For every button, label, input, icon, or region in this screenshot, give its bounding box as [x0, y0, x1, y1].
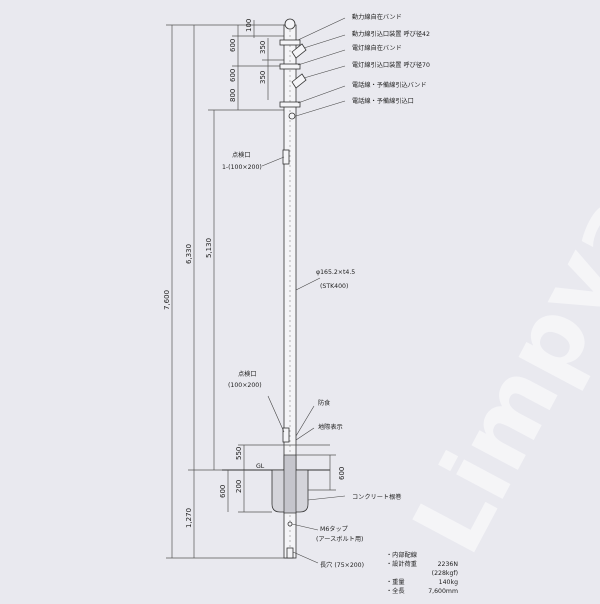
spec-weight-label: ・重量 — [386, 578, 405, 586]
light-band — [279, 63, 301, 70]
callout-list-top: 動力線自在バンド 動力線引込口装置 呼び径42 電灯線自在バンド 電灯線引込口装… — [295, 13, 430, 117]
spec-table: ・内部配線 ・設計荷重 2236N (228kgf) ・重量 140kg ・全長… — [386, 551, 458, 595]
spec-length-value: 7,600mm — [428, 588, 458, 595]
pole-cap — [284, 18, 296, 30]
ground-level-label: GL — [256, 463, 265, 470]
callout-m6-note: (アースボルト用) — [316, 535, 363, 543]
dim-100: 100 — [245, 19, 253, 32]
inspection-hatch-upper — [282, 149, 290, 165]
dim-6330: 6,330 — [185, 244, 193, 264]
callout-inspection-upper: 点検口 — [232, 151, 251, 159]
dim-550: 550 — [235, 447, 243, 460]
callout-light-band: 電灯線自在バンド — [352, 44, 402, 52]
callout-phone-inlet: 電話線・予備線引込口 — [352, 97, 414, 105]
inspection-hatch-lower — [282, 427, 290, 443]
dim-350a: 350 — [259, 41, 267, 54]
watermark: Limpya — [391, 174, 600, 571]
callout-light-inlet: 電灯線引込口装置 呼び径70 — [352, 61, 430, 69]
callout-inspection-upper-size: 1-(100×200) — [222, 164, 262, 171]
spec-wiring: ・内部配線 — [386, 551, 417, 559]
spec-load-value: 2236N — [438, 561, 459, 568]
callout-inspection-lower-size: (100×200) — [228, 382, 262, 389]
callout-pipe-material: (STK400) — [320, 283, 348, 290]
dim-350b: 350 — [259, 71, 267, 84]
callout-ground-mark: 地際表示 — [318, 423, 343, 431]
dim-600a: 600 — [229, 39, 237, 52]
spec-length-label: ・全長 — [386, 587, 405, 595]
power-inlet — [291, 43, 307, 59]
callout-power-band: 動力線自在バンド — [352, 13, 402, 21]
callout-slot: 長穴 (75×200) — [320, 561, 364, 569]
callout-phone-band: 電話線・予備線引込バンド — [352, 81, 427, 89]
phone-band — [279, 101, 301, 108]
callout-anticorrosion: 防食 — [318, 399, 331, 407]
phone-inlet — [288, 112, 296, 120]
dim-200: 200 — [235, 480, 243, 493]
dim-800: 800 — [229, 89, 237, 102]
callout-power-inlet: 動力線引込口装置 呼び径42 — [352, 30, 430, 38]
callout-concrete: コンクリート根巻 — [352, 493, 402, 501]
spec-load-kgf: (228kgf) — [432, 570, 458, 577]
dim-600b: 600 — [229, 69, 237, 82]
power-band — [279, 39, 301, 46]
callout-pipe-spec: φ165.2×t4.5 — [316, 269, 355, 276]
dim-7600: 7,600 — [163, 290, 171, 310]
spec-weight-value: 140kg — [439, 579, 458, 586]
callout-m6-tap: M6タップ — [320, 525, 349, 533]
dim-600c: 600 — [219, 485, 227, 498]
spec-load-label: ・設計荷重 — [386, 560, 417, 568]
light-inlet — [291, 73, 307, 89]
dim-5130: 5,130 — [205, 238, 213, 258]
dim-1270: 1,270 — [185, 508, 193, 528]
dim-600d: 600 — [338, 467, 346, 480]
callout-inspection-lower: 点検口 — [238, 370, 257, 378]
